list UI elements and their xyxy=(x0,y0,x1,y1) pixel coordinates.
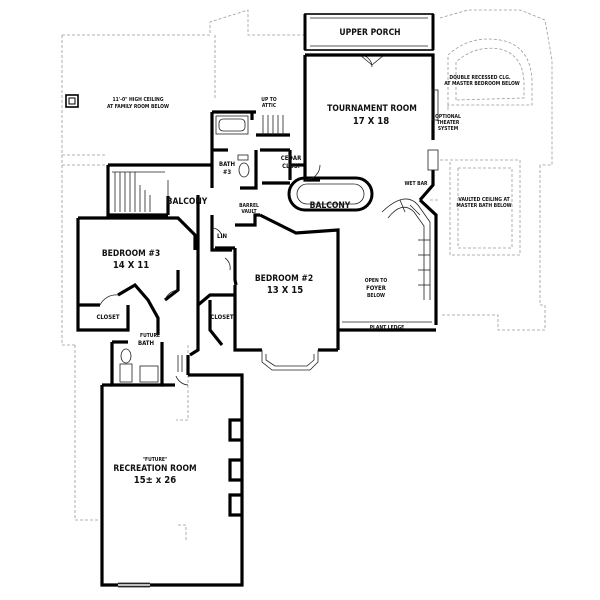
barrel-vault-label: BARREL xyxy=(239,203,259,209)
upper-porch-label: UPPER PORCH xyxy=(339,28,400,38)
barrel-vault-label-2: VAULT xyxy=(241,209,257,215)
optional-theater-label-2: THEATER xyxy=(437,120,460,126)
future-label: "FUTURE" xyxy=(143,457,168,463)
tournament-room-dimensions: 17 X 18 xyxy=(353,116,389,127)
open-to-foyer-label-2: FOYER xyxy=(366,285,387,292)
cedar-closet-label: CEDAR xyxy=(281,155,302,162)
lower-floor-outline xyxy=(61,9,553,540)
future-bath-label: FUTURE xyxy=(140,333,160,339)
bath-3-label: BATH xyxy=(219,161,236,168)
recreation-room-name: RECREATION ROOM xyxy=(113,464,196,474)
balcony-center-label: BALCONY xyxy=(310,201,351,211)
high-ceiling-note-2: AT FAMILY ROOM BELOW xyxy=(107,104,169,110)
bedroom-3-dimensions: 14 X 11 xyxy=(113,260,149,271)
vaulted-ceiling-note-2: MASTER BATH BELOW xyxy=(456,203,511,209)
closet-left-label: CLOSET xyxy=(96,314,119,321)
open-to-foyer-label-3: BELOW xyxy=(367,293,385,299)
balcony-left-label: BALCONY xyxy=(167,197,208,207)
linen-closet-label: LIN xyxy=(217,233,227,240)
future-bath-label-2: BATH xyxy=(138,340,155,347)
bedroom-2-dimensions: 13 X 15 xyxy=(267,285,303,296)
double-recessed-note: DOUBLE RECESSED CLG. xyxy=(449,75,511,81)
closet-right-label: CLOSET xyxy=(210,314,233,321)
room-labels: 11'-0" HIGH CEILING AT FAMILY ROOM BELOW… xyxy=(96,75,519,486)
bedroom-3-name: BEDROOM #3 xyxy=(102,249,160,259)
plant-ledge-label: PLANT LEDGE xyxy=(370,325,404,331)
tournament-room-name: TOURNAMENT ROOM xyxy=(327,104,417,114)
high-ceiling-note: 11'-0" HIGH CEILING xyxy=(112,97,163,103)
up-to-attic-label: UP TO xyxy=(261,97,277,103)
optional-theater-label: OPTIONAL xyxy=(435,114,461,120)
bath-3-label-2: #3 xyxy=(223,169,232,176)
bedroom-2-name: BEDROOM #2 xyxy=(255,274,313,284)
open-to-foyer-label: OPEN TO xyxy=(365,278,388,284)
double-recessed-note-2: AT MASTER BEDROOM BELOW xyxy=(444,81,520,87)
wet-bar-label: WET BAR xyxy=(404,181,428,187)
recreation-room-dimensions: 15± x 26 xyxy=(134,475,176,486)
optional-theater-label-3: SYSTEM xyxy=(438,126,459,132)
cedar-closet-label-2: CLOS. xyxy=(282,163,300,170)
vaulted-ceiling-note: VAULTED CEILING AT xyxy=(458,197,510,203)
walls xyxy=(76,53,438,587)
upper-porch: UPPER PORCH xyxy=(303,13,435,68)
interior-details xyxy=(65,89,439,588)
up-to-attic-label-2: ATTIC xyxy=(262,103,277,109)
